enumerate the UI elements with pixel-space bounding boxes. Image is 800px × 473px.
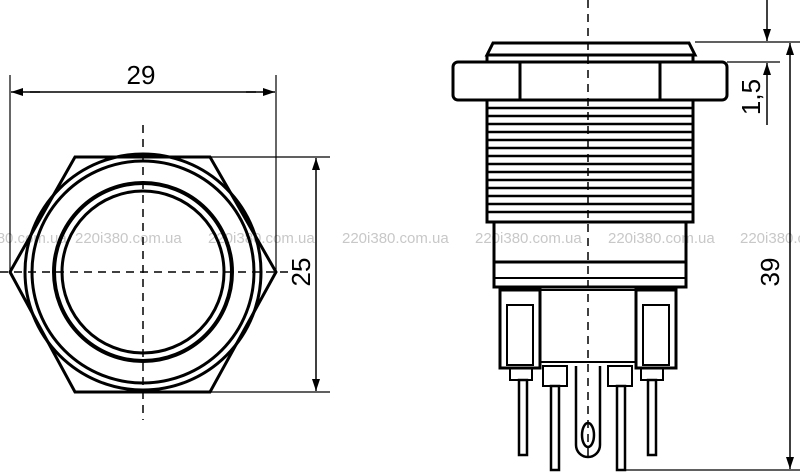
flange (484, 41, 698, 57)
lower-body (492, 220, 688, 289)
center-tab (574, 366, 602, 459)
pin (549, 384, 561, 472)
watermark-text: 220i380.com.ua (342, 230, 449, 247)
watermark-text: 220i380.com.ua (208, 230, 315, 247)
watermark: 220i380.com.ua 220i380.com.ua 220i380.co… (0, 230, 800, 247)
side-view: 39 1,5 (451, 0, 800, 472)
watermark-text: 220i380.com.ua (740, 230, 800, 247)
watermark-text: 220i380.com.ua (608, 230, 715, 247)
dimension-label-29: 29 (127, 60, 156, 90)
threads (487, 106, 693, 214)
pin (646, 378, 658, 457)
watermark-text: 220i380.com.ua (0, 230, 67, 247)
dimension-label-39: 39 (755, 258, 785, 287)
watermark-text: 220i380.com.ua (475, 230, 582, 247)
pin (615, 384, 627, 472)
dimension-label-1-5: 1,5 (736, 79, 766, 115)
center-block (539, 289, 637, 363)
hex-nut (451, 60, 729, 102)
watermark-text: 220i380.com.ua (75, 230, 182, 247)
dimension-label-25: 25 (286, 258, 316, 287)
front-view: 29 25 (0, 60, 330, 420)
pin (517, 378, 529, 457)
